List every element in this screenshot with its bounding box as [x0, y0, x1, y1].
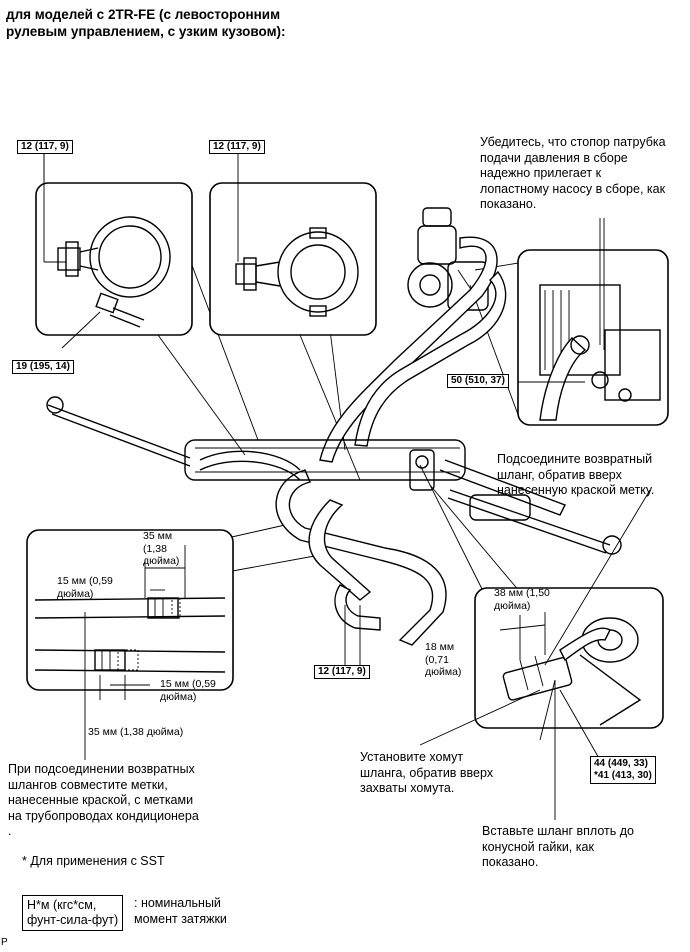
callout-align-marks-line: шлангов совместите метки, — [8, 777, 168, 792]
callout-return-hose-line: шланг, обратив вверх — [497, 467, 622, 482]
torque-label-bracket: 12 (117, 9) — [314, 665, 370, 679]
dimension-line: 18 мм — [425, 641, 455, 653]
dimension-38mm: 38 мм (1,50 дюйма) — [494, 587, 550, 612]
dimension-15mm-top: 15 мм (0,59 дюйма) — [57, 575, 113, 600]
dimension-line: дюйма) — [143, 555, 180, 567]
corner-mark: P — [1, 937, 8, 948]
torque-label-flare-nut-line2: *41 (413, 30) — [594, 770, 652, 781]
dimension-line: дюйма) — [160, 690, 197, 703]
dimension-line: 35 мм — [143, 530, 173, 542]
footnote-sst: * Для применения с SST — [22, 854, 165, 868]
torque-label-union: 50 (510, 37) — [447, 374, 509, 388]
detail-panel-hose-insertion — [474, 587, 664, 820]
callout-stopper-line: лопастному насосу в сборе, как — [480, 181, 666, 196]
dimension-35mm-bottom: 35 мм (1,38 дюйма) — [88, 726, 184, 738]
detail-panel-alignment-marks — [26, 529, 234, 760]
title-line-2: рулевым управлением, с узким кузовом): — [6, 24, 286, 39]
callout-clamp-line: шланга, обратив вверх — [360, 765, 494, 780]
dimension-line: дюйма) — [57, 587, 94, 600]
dimension-line: (1,38 — [143, 542, 167, 555]
torque-label-bolt: 19 (195, 14) — [12, 360, 74, 374]
callout-return-hose: Подсоедините возвратный шланг, обратив в… — [497, 452, 687, 499]
dimension-line: 15 мм (0,59 — [160, 678, 216, 690]
callout-insert-hose-line: показано. — [482, 855, 539, 869]
torque-label-clamp-2: 12 (117, 9) — [209, 140, 265, 154]
dimension-line: дюйма) — [494, 599, 531, 612]
callout-clamp: Установите хомут шланга, обратив вверх з… — [360, 750, 520, 797]
legend-description: : номинальный момент затяжки — [134, 896, 227, 927]
legend-description-line: момент затяжки — [134, 911, 227, 926]
detail-panel-pump-stopper — [517, 218, 669, 426]
dimension-18mm: 18 мм (0,71 дюйма) — [425, 641, 461, 679]
dimension-35mm-top: 35 мм (1,38 дюйма) — [143, 530, 179, 568]
legend-units-box: Н*м (кгс*см, фунт-сила-фут) — [22, 895, 124, 931]
dimension-line: 38 мм (1,50 — [494, 587, 550, 599]
torque-label-clamp-1: 12 (117, 9) — [17, 140, 73, 154]
callout-stopper-line: подачи давления в сборе — [480, 150, 628, 165]
legend-units-line: Н*м (кгс*см, — [27, 898, 97, 912]
pressure-hoses — [275, 236, 507, 646]
callout-stopper: Убедитесь, что стопор патрубка подачи да… — [480, 135, 685, 213]
torque-label-flare-nut-line1: 44 (449, 33) — [594, 758, 648, 769]
callout-insert-hose-line: Вставьте шланг вплоть до — [482, 824, 634, 838]
callout-stopper-line: показано. — [480, 197, 537, 211]
callout-align-marks: При подсоединении возвратных шлангов сов… — [8, 762, 238, 840]
callout-insert-hose-line: конусной гайки, как — [482, 839, 594, 854]
page-title: для моделей с 2TR-FE (с левосторонним ру… — [6, 6, 286, 40]
steering-rack — [46, 396, 622, 555]
callout-return-hose-line: Подсоедините возвратный — [497, 452, 653, 466]
callout-leaders — [43, 153, 651, 761]
callout-align-marks-line: . — [8, 824, 12, 838]
title-line-1: для моделей с 2TR-FE (с левосторонним — [6, 7, 281, 22]
callout-return-hose-line: нанесенную краской метку. — [497, 483, 655, 497]
dimension-line: дюйма) — [425, 666, 462, 678]
callout-align-marks-line: При подсоединении возвратных — [8, 762, 195, 776]
callout-align-marks-line: нанесенные краской, с метками — [8, 793, 194, 807]
dimension-line: (0,71 — [425, 653, 449, 666]
dimension-line: 15 мм (0,59 — [57, 575, 113, 587]
callout-align-marks-line: на трубопроводах кондиционера — [8, 808, 199, 823]
legend-units-line: фунт-сила-фут) — [27, 913, 119, 927]
callout-clamp-line: захваты хомута. — [360, 781, 455, 795]
detail-panel-clamp — [35, 153, 193, 349]
legend-description-line: : номинальный — [134, 896, 221, 910]
callout-clamp-line: Установите хомут — [360, 750, 464, 764]
callout-stopper-line: Убедитесь, что стопор патрубка — [480, 135, 666, 149]
detail-panel-clamp-2 — [209, 153, 377, 336]
torque-label-flare-nut: 44 (449, 33) *41 (413, 30) — [590, 756, 656, 784]
dimension-15mm-bottom: 15 мм (0,59 дюйма) — [160, 678, 216, 703]
callout-insert-hose: Вставьте шланг вплоть до конусной гайки,… — [482, 824, 662, 871]
callout-stopper-line: надежно прилегает к — [480, 166, 602, 180]
